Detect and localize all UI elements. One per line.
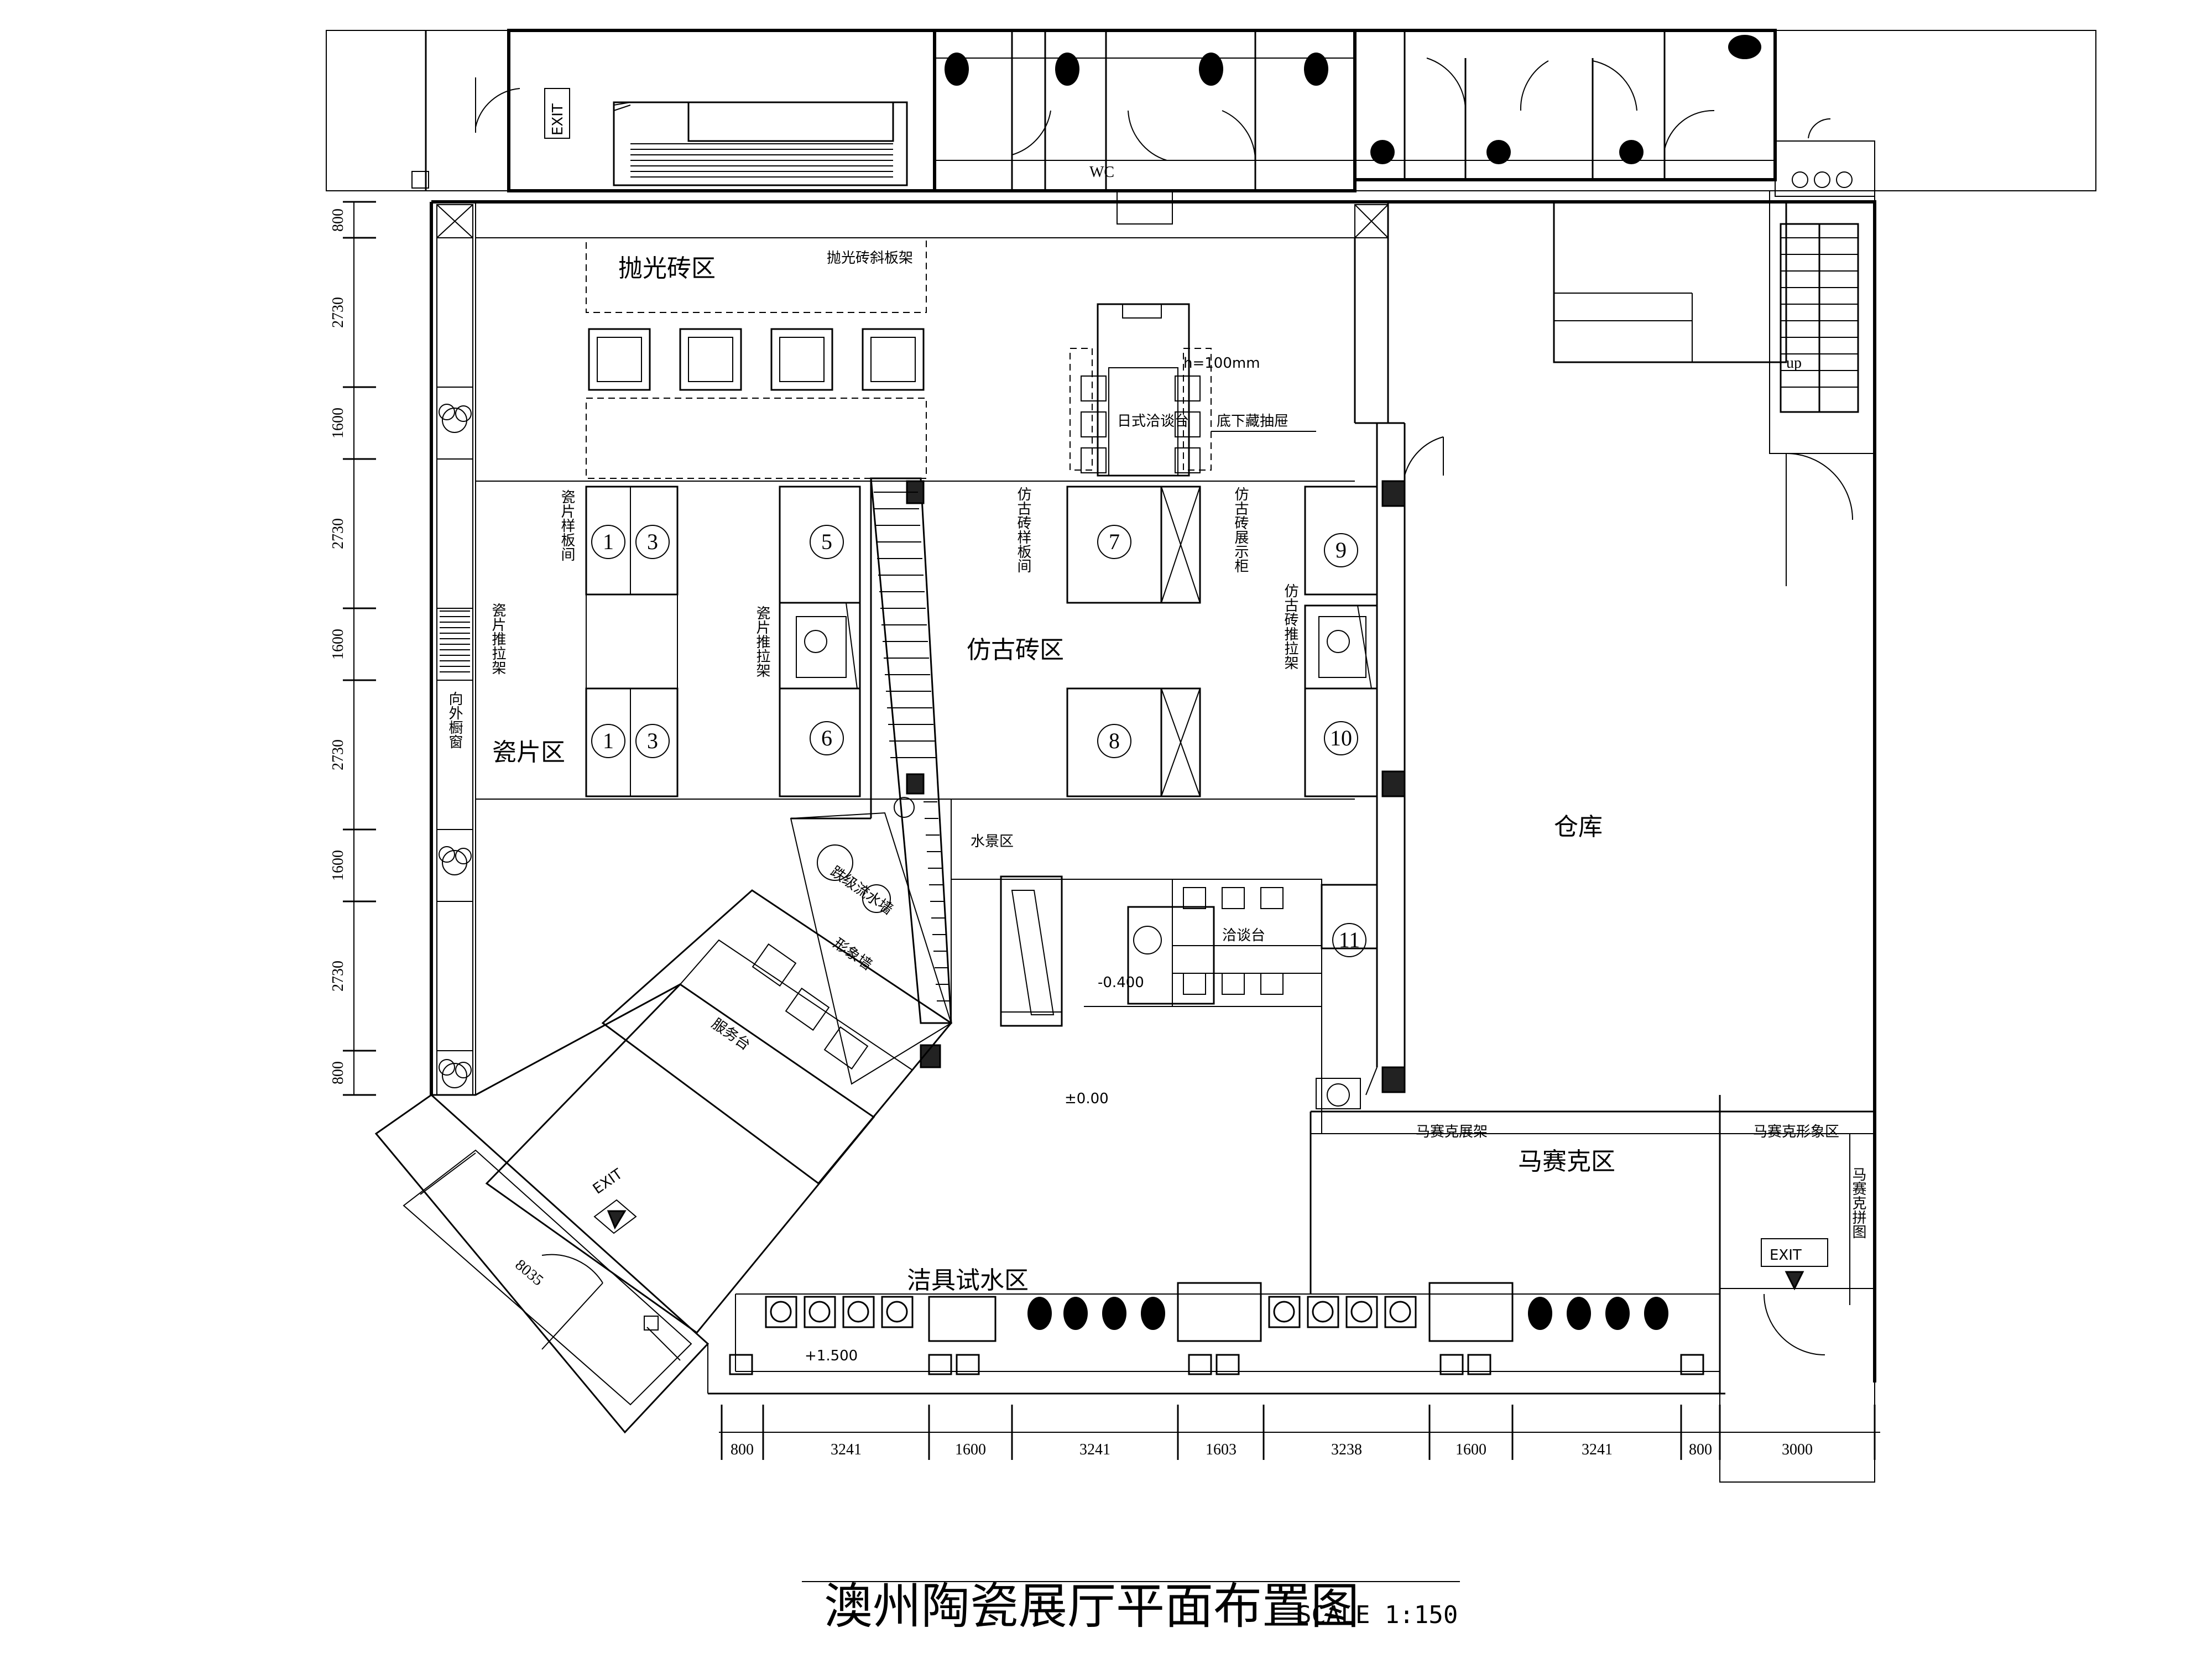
title: 澳州陶瓷展厅平面布置图 <box>824 1578 1359 1635</box>
booth-circle <box>1332 923 1366 957</box>
wc-label: WC <box>1089 164 1114 181</box>
booth-circle <box>1097 525 1131 559</box>
tile-zone-label: 瓷片区 <box>492 738 565 766</box>
dim-left-label: 1600 <box>330 629 347 660</box>
booth-number: 10 <box>1330 726 1352 750</box>
dim-bottom-label: 3241 <box>1079 1441 1110 1458</box>
dim-bottom-label: 1600 <box>955 1441 986 1458</box>
antique-cabinet-label: 仿古砖展示柜 <box>1232 487 1249 573</box>
water-scene-label: 水景区 <box>971 833 1014 850</box>
tile-slide-label-1: 瓷片推拉架 <box>489 603 506 675</box>
antique-slide-label: 仿古砖推拉架 <box>1282 583 1298 670</box>
h100-label: h=100mm <box>1183 355 1260 372</box>
exit-right: EXIT <box>1770 1247 1802 1264</box>
booth-circle <box>591 525 625 559</box>
level-pos: +1.500 <box>805 1348 858 1364</box>
dim-bottom-label: 3241 <box>831 1441 862 1458</box>
exit-entrance: EXIT <box>590 1166 626 1198</box>
booth-circle <box>635 525 670 559</box>
booth-circle <box>591 724 625 758</box>
booth-circle <box>1324 721 1358 755</box>
booth-circle <box>1324 533 1358 567</box>
booth-circle <box>810 525 844 559</box>
booth-number: 7 <box>1109 529 1120 554</box>
level-neg: -0.400 <box>1098 974 1144 991</box>
booth-number: 8 <box>1109 728 1120 753</box>
dim-left-label: 800 <box>330 208 347 232</box>
booth-number: 1 <box>603 728 614 753</box>
dim-bottom-label: 3241 <box>1582 1441 1613 1458</box>
booth-circle <box>1097 724 1131 758</box>
tile-sample-label: 瓷片样板间 <box>559 489 575 561</box>
nego-label: 洽谈台 <box>1222 927 1265 944</box>
dim-left-label: 2730 <box>330 297 347 328</box>
antique-zone-label: 仿古砖区 <box>967 636 1064 664</box>
dim-diagonal-label: 8035 <box>512 1256 547 1290</box>
scale-label: SCALE 1:150 <box>1297 1601 1458 1629</box>
booth-number: 3 <box>647 728 658 753</box>
booth-circle <box>810 721 844 755</box>
drawer-label: 底下藏抽屉 <box>1217 413 1288 430</box>
booth-number: 3 <box>647 529 658 554</box>
booth-number: 11 <box>1339 927 1360 952</box>
mosaic-puzzle-label: 马赛克拼图 <box>1850 1167 1866 1239</box>
dim-bottom-label: 1603 <box>1206 1441 1237 1458</box>
booth-number: 1 <box>603 529 614 554</box>
dim-left-label: 800 <box>330 1061 347 1084</box>
dim-bottom-label: 800 <box>1689 1441 1712 1458</box>
image-wall-label: 形象墙 <box>830 935 875 973</box>
dim-bottom-label: 1600 <box>1455 1441 1486 1458</box>
dim-bottom-label: 800 <box>731 1441 754 1458</box>
booth-number: 5 <box>821 529 832 554</box>
sanitary-label: 洁具试水区 <box>907 1266 1029 1295</box>
polished-rack-label: 抛光砖斜板架 <box>827 250 913 267</box>
up-label: up <box>1786 354 1802 372</box>
dim-left-label: 1600 <box>330 850 347 881</box>
window-label: 向外橱窗 <box>446 691 463 749</box>
dim-left-label: 2730 <box>330 518 347 549</box>
mosaic-image-label: 马赛克形象区 <box>1753 1124 1839 1140</box>
service-label: 服务台 <box>708 1015 753 1053</box>
dim-left-label: 1600 <box>330 408 347 439</box>
polished-zone-label: 抛光砖区 <box>618 254 716 283</box>
warehouse-label: 仓库 <box>1554 813 1603 841</box>
tile-slide-label-2: 瓷片推拉架 <box>754 606 770 677</box>
level-zero: ±0.00 <box>1065 1091 1109 1107</box>
booth-circle <box>635 724 670 758</box>
waterfall-label: 跌级流水墙 <box>827 863 896 918</box>
mosaic-rack-label: 马赛克展架 <box>1416 1124 1488 1140</box>
dim-left-label: 2730 <box>330 739 347 770</box>
dim-bottom-label: 3238 <box>1331 1441 1362 1458</box>
booth-number: 9 <box>1335 538 1347 562</box>
antique-sample-label: 仿古砖样板间 <box>1015 487 1031 573</box>
booth-number: 6 <box>821 726 832 750</box>
dim-bottom-label: 3000 <box>1782 1441 1813 1458</box>
exit-top: EXIT <box>550 103 566 135</box>
dim-left-label: 2730 <box>330 961 347 992</box>
mosaic-zone-label: 马赛克区 <box>1518 1147 1615 1176</box>
japanese-table-label: 日式洽谈台 <box>1117 413 1189 430</box>
